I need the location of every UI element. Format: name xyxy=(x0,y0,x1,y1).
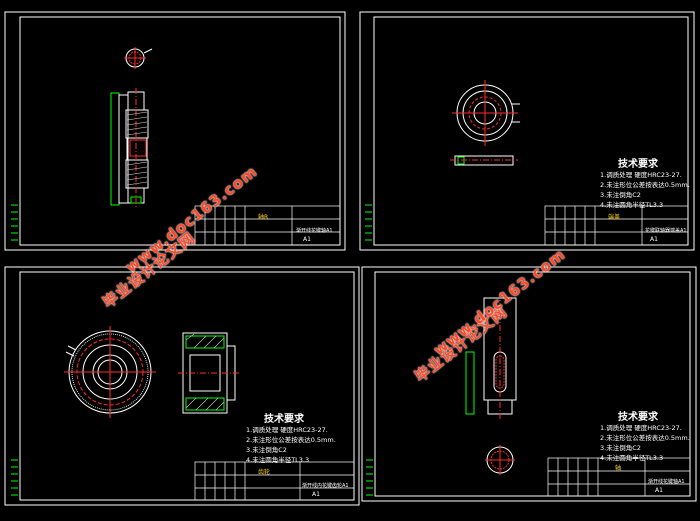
sheet-3-front-view xyxy=(64,326,156,418)
requirements-title: 技术要求 xyxy=(618,159,658,170)
requirement-line: 3.未注倒角C2 xyxy=(246,446,287,454)
sheet-1-shaft-view xyxy=(110,88,149,208)
sheet-3-part-label: 齿轮 xyxy=(258,469,271,476)
sheet-3-frame xyxy=(4,266,360,506)
sheet-2-frame xyxy=(359,11,695,251)
sheet-3-requirements: 技术要求 1.调质处理 硬度HRC23-27. 2.未注形位公差按表达0.5mm… xyxy=(246,410,336,465)
requirement-line: 2.未注形位公差按表达0.5mm. xyxy=(246,436,336,444)
sheet-1-frame xyxy=(4,11,346,251)
requirement-line: 3.未注倒角C2 xyxy=(600,191,641,199)
sheet-4-frame xyxy=(361,266,697,502)
requirement-line: 4.未注圆角半径TL3.3 xyxy=(600,201,664,209)
sheet-4-part-label: 轴 xyxy=(615,465,622,472)
sheet-2-size: A1 xyxy=(650,236,658,243)
sheet-4-shaft-view xyxy=(465,292,517,420)
sheet-1-part-label: 轴R xyxy=(258,214,269,221)
sheet-4-end-view xyxy=(485,445,515,475)
sheet-2-side-view xyxy=(450,155,518,166)
requirement-line: 1.调质处理 硬度HRC23-27. xyxy=(600,424,682,432)
sheet-4-size: A1 xyxy=(655,487,663,494)
requirement-line: 3.未注倒角C2 xyxy=(600,444,641,452)
sheet-1-part-name: 渐开线花键轴A1 xyxy=(296,228,333,234)
requirements-title: 技术要求 xyxy=(618,412,658,423)
sheet-2-part-name: 花键联轴器端盖A1 xyxy=(645,228,687,234)
sheet-3-size: A1 xyxy=(312,491,320,498)
sheet-2-part-label: 端盖 xyxy=(608,214,621,221)
sheet-3-hatch xyxy=(185,333,225,411)
requirement-line: 2.未注形位公差按表达0.5mm. xyxy=(600,181,690,189)
sheet-3-part-name: 渐开线内花键齿轮A1 xyxy=(302,483,349,489)
sheet-3-section-view xyxy=(178,332,240,414)
sheet-4-part-name: 渐开线花键轴A1 xyxy=(648,479,685,485)
sheet-1-end-view xyxy=(124,47,153,69)
sheet-1-size: A1 xyxy=(303,236,311,243)
requirement-line: 1.调质处理 硬度HRC23-27. xyxy=(246,426,328,434)
requirements-title: 技术要求 xyxy=(264,414,304,425)
requirement-line: 1.调质处理 硬度HRC23-27. xyxy=(600,171,682,179)
margin-marks xyxy=(11,204,373,496)
requirement-line: 2.未注形位公差按表达0.5mm. xyxy=(600,434,690,442)
requirement-line: 4.未注圆角半径TL3.3 xyxy=(246,456,310,464)
sheet-2-requirements: 技术要求 1.调质处理 硬度HRC23-27. 2.未注形位公差按表达0.5mm… xyxy=(600,155,690,210)
sheet-2-end-view xyxy=(452,80,520,146)
sheet-1-hatch xyxy=(126,111,148,186)
